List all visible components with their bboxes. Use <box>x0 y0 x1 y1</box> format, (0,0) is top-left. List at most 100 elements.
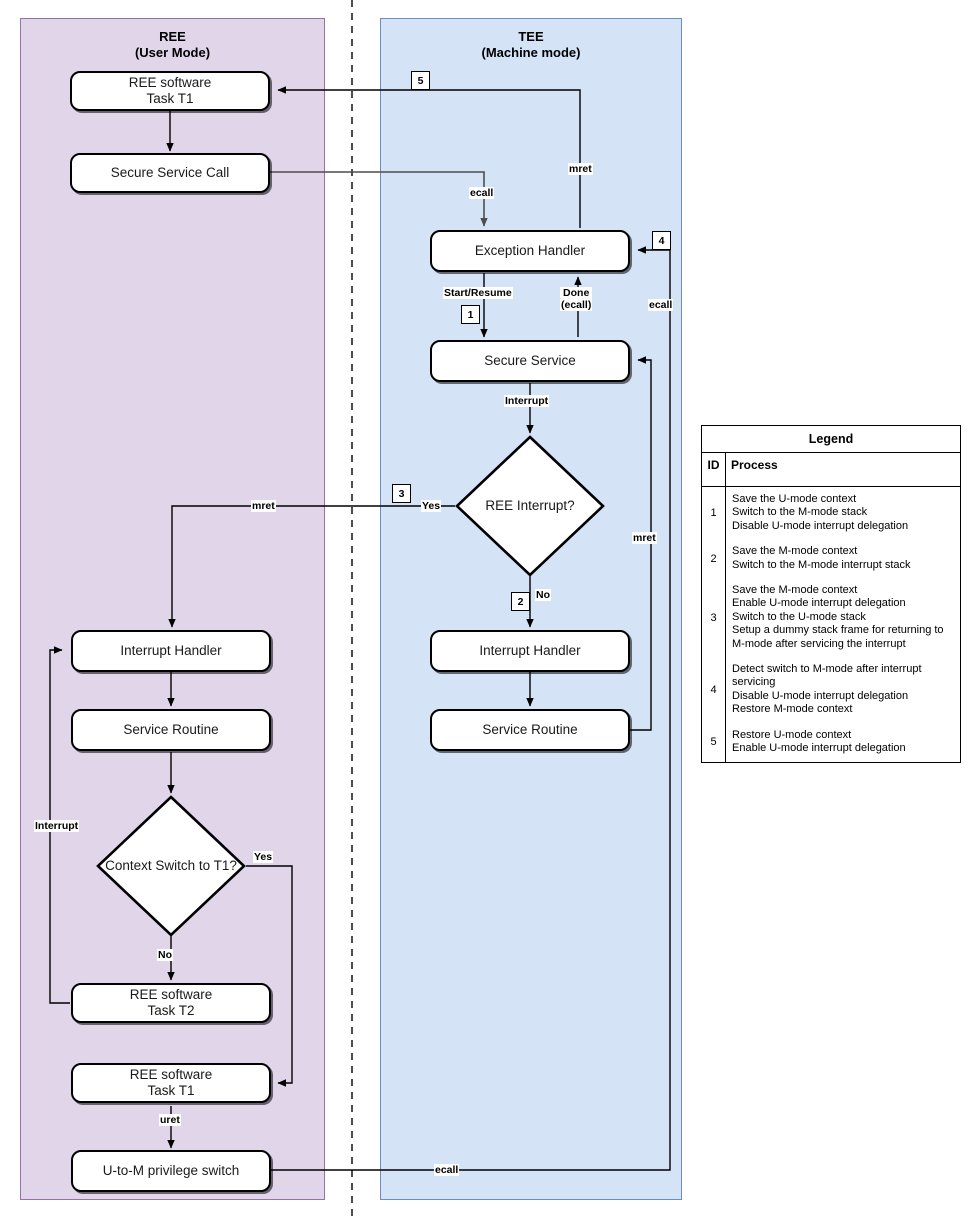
decision-context-switch-shape <box>96 795 246 937</box>
legend-process-line: Restore M-mode context <box>732 703 853 716</box>
ree-service-routine-label: Service Routine <box>123 722 219 737</box>
edge-label-interrupt-tee: Interrupt <box>504 395 550 407</box>
edge-label-mret-left: mret <box>251 500 276 512</box>
tee-title-line1: TEE <box>518 29 544 44</box>
secure-service-call-label: Secure Service Call <box>110 165 230 180</box>
ree-task-t1-bottom-line1: REE software <box>129 1067 213 1082</box>
legend-process-line: Save the M-mode context <box>732 545 858 558</box>
tee-interrupt-handler-label: Interrupt Handler <box>479 643 581 658</box>
wire-mret-to-t1 <box>277 86 581 228</box>
legend-row-id: 3 <box>702 578 726 658</box>
exception-handler-label: Exception Handler <box>474 243 586 258</box>
node-tee-interrupt-handler[interactable]: Interrupt Handler <box>430 630 630 672</box>
secure-service-label: Secure Service <box>484 353 576 368</box>
edge-label-no-ctx: No <box>157 949 173 961</box>
wire-ctx-yes-to-t1 <box>246 865 293 1087</box>
edge-label-ecall-top: ecall <box>469 187 495 199</box>
edge-label-no-ree-interrupt: No <box>535 589 551 601</box>
ree-task-t2-line2: Task T2 <box>147 1003 195 1018</box>
node-tee-service-routine[interactable]: Service Routine <box>430 709 630 751</box>
node-ree-service-routine[interactable]: Service Routine <box>71 709 271 751</box>
edge-label-uret: uret <box>159 1114 181 1126</box>
legend-row-id: 4 <box>702 657 726 723</box>
legend-process-line: servicing <box>732 676 776 689</box>
legend-process-line: Switch to the M-mode stack <box>732 506 868 519</box>
edge-label-done: Done (ecall) <box>560 287 593 311</box>
done-line1: Done <box>563 287 590 299</box>
wire-call-to-exception <box>270 171 488 227</box>
node-secure-service[interactable]: Secure Service <box>430 340 630 382</box>
edge-label-yes-ree-interrupt: Yes <box>421 500 442 512</box>
legend-process-line: Enable U-mode interrupt delegation <box>732 742 906 755</box>
tee-panel-title: TEE (Machine mode) <box>381 29 681 61</box>
legend-row-id: 5 <box>702 722 726 762</box>
edge-label-mret-right: mret <box>632 532 657 544</box>
step-badge-1: 1 <box>461 305 480 324</box>
legend-title-row: Legend <box>702 426 960 453</box>
legend-header-row: ID Process <box>702 452 960 487</box>
u-to-m-switch-label: U-to-M privilege switch <box>102 1163 240 1178</box>
ree-task-t1-bottom-line2: Task T1 <box>147 1083 195 1098</box>
legend-col-process: Process <box>725 452 960 487</box>
legend-process-line: Save the U-mode context <box>732 493 857 505</box>
node-ree-task-t2[interactable]: REE software Task T2 <box>71 983 271 1023</box>
decision-context-switch[interactable]: Context Switch to T1? <box>96 795 246 937</box>
legend-row-id: 1 <box>702 486 726 540</box>
ree-panel-title: REE (User Mode) <box>21 29 324 61</box>
node-u-to-m-switch[interactable]: U-to-M privilege switch <box>71 1150 271 1192</box>
ree-task-t1-top-line2: Task T1 <box>146 91 194 106</box>
legend-title: Legend <box>702 426 960 453</box>
tee-title-line2: (Machine mode) <box>481 45 581 60</box>
decision-ree-interrupt-shape <box>455 435 605 577</box>
legend-process-line: M-mode after servicing the interrupt <box>732 637 906 650</box>
done-line2: (ecall) <box>561 299 592 311</box>
edge-label-yes-ctx: Yes <box>253 851 274 863</box>
tee-panel: TEE (Machine mode) <box>380 18 682 1200</box>
edge-label-ecall-right: ecall <box>648 299 674 311</box>
legend-process-line: Switch to the M-mode interrupt stack <box>732 558 911 571</box>
ree-title-line2: (User Mode) <box>134 45 211 60</box>
ree-task-t2-line1: REE software <box>129 987 213 1002</box>
edge-label-mret-top: mret <box>568 163 593 175</box>
legend-process-line: Disable U-mode interrupt delegation <box>732 689 909 702</box>
legend-process-line: Enable U-mode interrupt delegation <box>732 597 906 610</box>
node-ree-interrupt-handler[interactable]: Interrupt Handler <box>71 630 271 672</box>
edge-label-ecall-bottom: ecall <box>434 1164 460 1176</box>
legend-process-line: Disable U-mode interrupt delegation <box>732 519 909 532</box>
tee-service-routine-label: Service Routine <box>482 722 578 737</box>
edge-label-start-resume: Start/Resume <box>443 287 513 299</box>
node-ree-task-t1-top[interactable]: REE software Task T1 <box>70 71 270 111</box>
legend-process-line: Switch to the U-mode stack <box>732 610 866 623</box>
step-badge-3: 3 <box>392 484 411 503</box>
step-badge-2: 2 <box>511 592 530 611</box>
legend-row-id: 2 <box>702 539 726 579</box>
wire-utom-to-exception <box>270 246 671 1171</box>
legend-process-line: Setup a dummy stack frame for returning … <box>732 624 944 637</box>
decision-ree-interrupt[interactable]: REE Interrupt? <box>455 435 605 577</box>
ree-task-t1-top-line1: REE software <box>128 75 212 90</box>
node-secure-service-call[interactable]: Secure Service Call <box>70 153 270 193</box>
step-badge-5: 5 <box>411 71 430 90</box>
node-exception-handler[interactable]: Exception Handler <box>430 230 630 272</box>
legend-process-line: Save the M-mode context <box>732 584 858 597</box>
legend-col-id: ID <box>702 452 726 487</box>
ree-title-line1: REE <box>159 29 186 44</box>
legend-process-line: Detect switch to M-mode after interrupt <box>732 663 922 676</box>
ree-interrupt-handler-label: Interrupt Handler <box>120 643 222 658</box>
step-badge-4: 4 <box>652 231 671 250</box>
node-ree-task-t1-bottom[interactable]: REE software Task T1 <box>71 1063 271 1103</box>
